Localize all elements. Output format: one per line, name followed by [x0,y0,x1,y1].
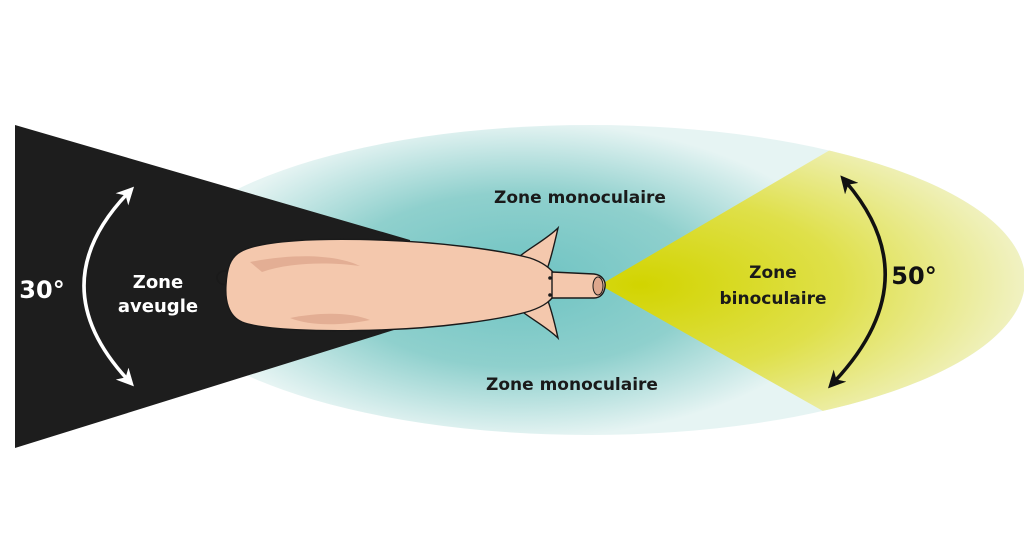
blind-angle-label: 30° [19,276,64,304]
pig-shading [250,256,360,272]
pig-nose-disc [592,276,604,296]
blind-zone-label-line1: Zone [133,272,183,293]
binocular-angle-arrow [828,175,887,389]
pig-eye-top [548,276,552,280]
pig-body [225,238,557,332]
blind-zone [15,125,410,448]
blind-zone-label-line2: aveugle [118,296,198,317]
pig-eye-bottom [548,293,552,297]
binocular-angle-label: 50° [891,262,936,290]
pig-illustration [216,225,606,341]
monocular-bottom-label: Zone monoculaire [486,375,658,395]
binocular-zone [600,150,1024,415]
pig-snout [551,271,606,299]
blind-angle-arrow [82,186,135,387]
binocular-zone-label-line2: binoculaire [720,289,827,309]
monocular-top-label: Zone monoculaire [494,188,666,208]
binocular-zone-label-line1: Zone [749,263,797,283]
pig-shading-bottom [290,313,370,325]
